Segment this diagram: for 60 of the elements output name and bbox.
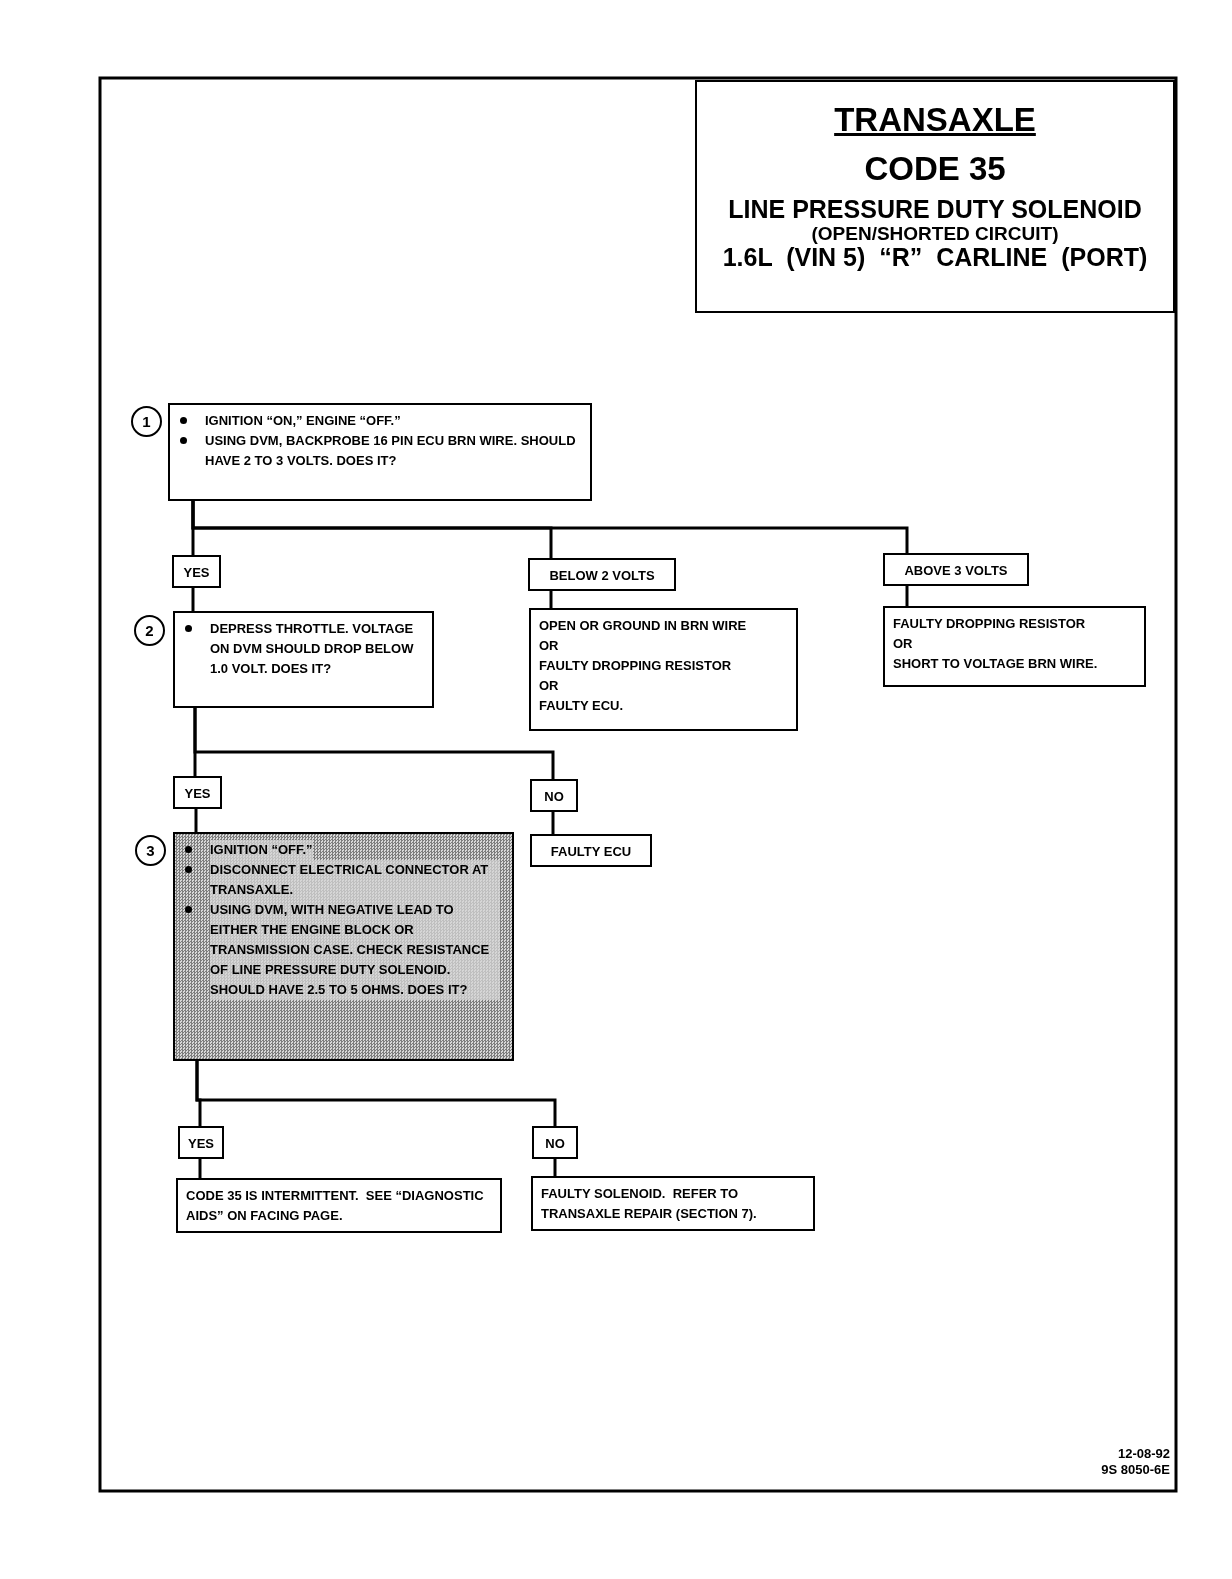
result-text: FAULTY ECU. [539, 697, 624, 715]
answer-box [532, 1126, 578, 1159]
result-text: SHORT TO VOLTAGE BRN WIRE. [893, 655, 1098, 673]
result-text: FAULTY DROPPING RESISTOR [539, 657, 732, 675]
answer-label: YES [184, 785, 211, 803]
answer-box [178, 1126, 224, 1159]
result-text: OR [893, 635, 913, 653]
answer-label: BELOW 2 VOLTS [549, 567, 655, 585]
step-text: USING DVM, BACKPROBE 16 PIN ECU BRN WIRE. SHOULD HAVE 2 TO 3 VOLTS. DOES IT? [205, 432, 577, 470]
step-box [173, 611, 434, 708]
title-text: CODE 35 [863, 151, 1007, 186]
result-text: FAULTY DROPPING RESISTOR [893, 615, 1086, 633]
document-code: 9S 8050-6E [1101, 1462, 1170, 1478]
connector-line [553, 1159, 557, 1176]
result-text: FAULTY SOLENOID. REFER TO TRANSAXLE REPAIR (SECTION 7). [541, 1185, 758, 1223]
title-box [695, 80, 1175, 313]
step-box [173, 832, 514, 1061]
connector-line [905, 586, 909, 606]
title-text: LINE PRESSURE DUTY SOLENOID [727, 196, 1143, 223]
result-text: OR [539, 637, 559, 655]
connector-line [549, 591, 553, 608]
step-number: 1 [131, 406, 162, 437]
connector-line [198, 1159, 202, 1178]
answer-label: ABOVE 3 VOLTS [904, 562, 1008, 580]
result-box [529, 608, 798, 731]
connector-line [193, 708, 555, 779]
answer-label: NO [544, 788, 564, 806]
step-number: 3 [135, 835, 166, 866]
step-number: 2 [134, 615, 165, 646]
answer-box [173, 776, 222, 809]
answer-label: NO [545, 1135, 565, 1153]
result-text: CODE 35 IS INTERMITTENT. SEE “DIAGNOSTIC AIDS” ON FACING PAGE. [186, 1187, 485, 1225]
step-box [168, 403, 592, 501]
answer-label: FAULTY ECU [550, 843, 632, 861]
step-text: DISCONNECT ELECTRICAL CONNECTOR AT TRANSAXLE. [210, 860, 500, 900]
answer-box [172, 555, 221, 588]
answer-box [528, 558, 676, 591]
answer-label: YES [183, 564, 210, 582]
connector-line [191, 588, 195, 611]
step-text: USING DVM, WITH NEGATIVE LEAD TO EITHER THE ENGINE BLOCK OR TRANSMISSION CASE. CHECK RESISTANCE OF LINE PRESSURE DUTY SOLENOID. SHOULD HAVE 2.5 TO 5 OHMS. DOES IT? [210, 900, 500, 1000]
answer-label: YES [188, 1135, 214, 1153]
step-text: IGNITION “ON,” ENGINE “OFF.” [205, 412, 401, 430]
document-code: 12-08-92 [1117, 1446, 1170, 1462]
title-text: 1.6L (VIN 5) “R” CARLINE (PORT) [721, 244, 1149, 271]
result-text: OPEN OR GROUND IN BRN WIRE [539, 617, 747, 635]
title: TRANSAXLE [833, 102, 1037, 137]
answer-box [883, 553, 1029, 586]
answer-box [530, 779, 578, 812]
answer-box [530, 834, 652, 867]
connector-line [194, 809, 198, 832]
result-text: OR [539, 677, 559, 695]
result-box [531, 1176, 815, 1231]
step-text: IGNITION “OFF.” [210, 840, 313, 860]
connector-line [551, 812, 555, 834]
result-box [176, 1178, 502, 1233]
step-text: DEPRESS THROTTLE. VOLTAGE ON DVM SHOULD DROP BELOW 1.0 VOLT. DOES IT? [210, 620, 415, 678]
connector-line [195, 1061, 557, 1126]
result-box [883, 606, 1146, 687]
title-text: (OPEN/SHORTED CIRCUIT) [810, 223, 1060, 244]
connector-line [191, 501, 909, 553]
